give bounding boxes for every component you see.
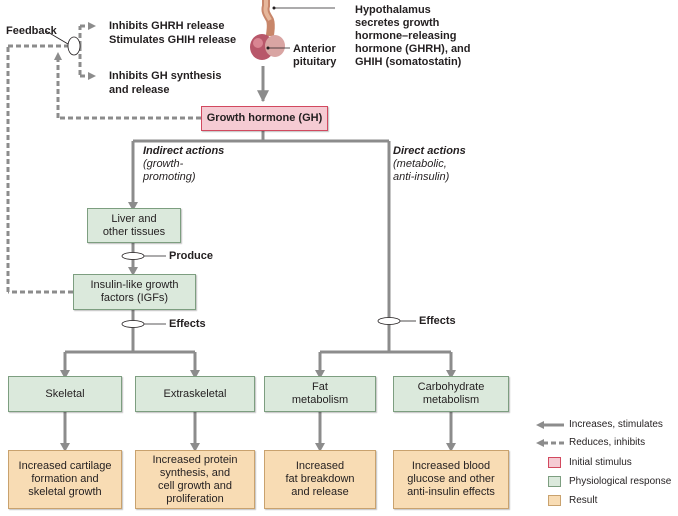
igf-box: Insulin-like growth factors (IGFs) [73,274,196,310]
direct-actions-label: Direct actions [393,145,466,157]
fat-metabolism-box: Fat metabolism [264,376,376,412]
legend-reduces-label: Reduces, inhibits [569,437,646,448]
direct-actions-sub: (metabolic, anti-insulin) [393,158,450,183]
result-carbohydrate-box: Increased blood glucose and other anti-i… [393,450,509,509]
indirect-actions-label: Indirect actions [143,145,225,157]
effects-left-label: Effects [169,318,206,330]
produce-label: Produce [169,250,214,262]
legend-initial-swatch [548,457,561,468]
legend-physio-label: Physiological response [569,476,672,487]
feedback-label: Feedback [6,25,57,37]
legend-increases-label: Increases, stimulates [569,419,663,430]
feedback-gh-text: Inhibits GH synthesis and release [109,70,222,96]
legend-physio-swatch [548,476,561,487]
hypothalamus-label: Hypothalamus secretes growth hormone–rel… [355,4,471,68]
result-extraskeletal-box: Increased protein synthesis, and cell gr… [135,450,255,509]
carbohydrate-metabolism-box: Carbohydrate metabolism [393,376,509,412]
liver-box: Liver and other tissues [87,208,181,243]
pituitary-illustration [250,0,335,60]
growth-hormone-box: Growth hormone (GH) [201,106,328,131]
skeletal-box: Skeletal [8,376,122,412]
anterior-pituitary-label: Anterior pituitary [293,43,337,68]
indirect-actions-sub: (growth- promoting) [143,158,196,183]
legend-initial-label: Initial stimulus [569,457,632,468]
feedback-ghrh-text: Inhibits GHRH release Stimulates GHIH re… [109,20,237,46]
legend-result-swatch [548,495,561,506]
legend-result-label: Result [569,495,598,506]
effects-right-label: Effects [419,315,456,327]
result-fat-box: Increased fat breakdown and release [264,450,376,509]
extraskeletal-box: Extraskeletal [135,376,255,412]
result-skeletal-box: Increased cartilage formation and skelet… [8,450,122,509]
